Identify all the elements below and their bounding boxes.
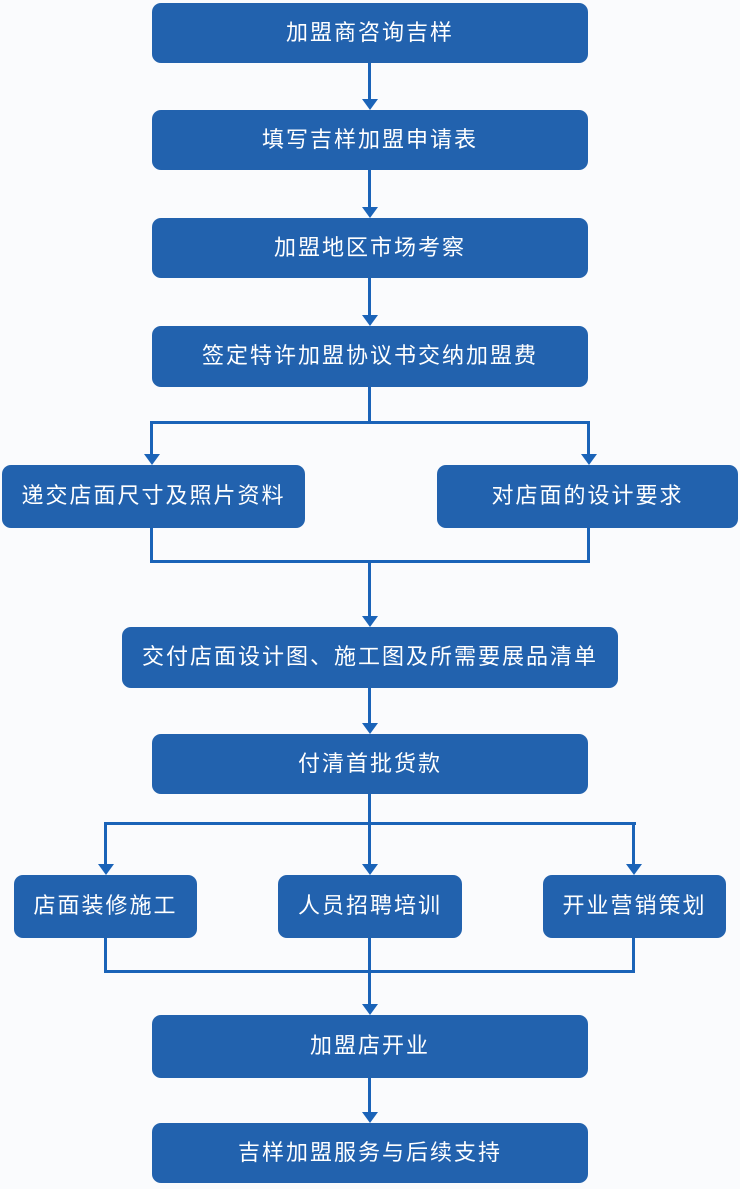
connector-vline [368, 387, 371, 424]
arrowhead-down-icon [98, 864, 114, 875]
node-deliver-design-docs: 交付店面设计图、施工图及所需要展品清单 [122, 627, 618, 688]
node-opening-marketing: 开业营销策划 [543, 875, 726, 938]
node-first-payment: 付清首批货款 [152, 734, 588, 794]
arrowhead-down-icon [362, 1112, 378, 1123]
connector-vline [104, 822, 107, 865]
node-staff-recruitment: 人员招聘培训 [278, 875, 462, 938]
connector-vline [632, 822, 635, 865]
node-market-survey: 加盟地区市场考察 [152, 218, 588, 278]
arrowhead-down-icon [626, 864, 642, 875]
connector-vline [368, 278, 371, 316]
connector-vline [150, 421, 153, 455]
connector-vline [368, 170, 371, 208]
connector-hline [150, 421, 590, 424]
connector-vline [150, 528, 153, 563]
node-franchisee-consult: 加盟商咨询吉样 [152, 3, 588, 63]
connector-vline [368, 1078, 371, 1113]
node-submit-store-info: 递交店面尺寸及照片资料 [2, 465, 305, 528]
connector-vline [104, 938, 107, 973]
node-store-renovation: 店面装修施工 [14, 875, 197, 938]
arrowhead-down-icon [362, 315, 378, 326]
node-sign-agreement: 签定特许加盟协议书交纳加盟费 [152, 326, 588, 387]
node-followup-support: 吉样加盟服务与后续支持 [152, 1123, 588, 1183]
arrowhead-down-icon [362, 616, 378, 627]
node-store-opening: 加盟店开业 [152, 1015, 588, 1078]
arrowhead-down-icon [362, 1004, 378, 1015]
connector-vline [368, 794, 371, 825]
node-application-form: 填写吉样加盟申请表 [152, 110, 588, 170]
connector-vline [632, 938, 635, 973]
arrowhead-down-icon [581, 454, 597, 465]
arrowhead-down-icon [144, 454, 160, 465]
connector-vline [587, 528, 590, 563]
node-design-requirements: 对店面的设计要求 [437, 465, 738, 528]
connector-vline [587, 421, 590, 455]
connector-vline [368, 688, 371, 724]
arrowhead-down-icon [362, 723, 378, 734]
arrowhead-down-icon [362, 99, 378, 110]
connector-vline [368, 822, 371, 865]
connector-vline [368, 63, 371, 100]
connector-vline [368, 560, 371, 617]
connector-vline [368, 938, 371, 1005]
arrowhead-down-icon [362, 864, 378, 875]
arrowhead-down-icon [362, 207, 378, 218]
